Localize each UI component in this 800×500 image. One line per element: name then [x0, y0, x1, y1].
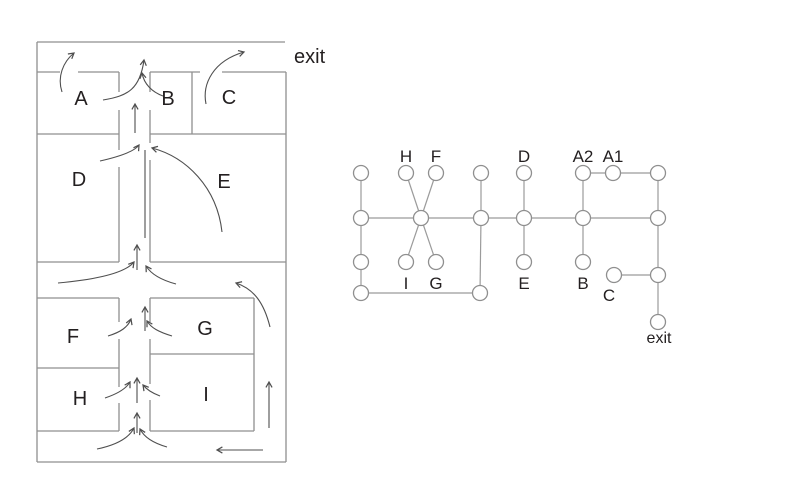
graph-node-A2	[574, 164, 592, 182]
graph-node-bl	[352, 284, 370, 302]
graph-node-label-G: G	[429, 274, 442, 293]
room-label-A: A	[74, 88, 88, 110]
graph-node-label-H: H	[400, 147, 412, 166]
room-label-B: B	[161, 88, 174, 110]
graph-edge-m4-b4	[479, 217, 482, 294]
flow-arrow-room-a-corridor	[102, 58, 147, 101]
graph-node-label-D: D	[518, 147, 530, 166]
flow-arrow-room-b	[139, 71, 164, 97]
graph-node-B	[574, 253, 592, 271]
floorplan-walls	[36, 41, 287, 463]
flow-arrow-rightcorridor-turn	[234, 281, 271, 328]
floorplan-diagram: A B C D E F G H I exit	[36, 41, 326, 463]
floorplan-exit-label: exit	[294, 46, 326, 68]
graph-node-b4	[471, 284, 489, 302]
graph-node-label-B: B	[577, 274, 588, 293]
graph-node-hub	[412, 209, 430, 227]
room-label-D: D	[72, 169, 86, 191]
graph-node-label-exit: exit	[647, 330, 672, 347]
graph-node-label-F: F	[431, 147, 441, 166]
flow-arrow-room-c-exit	[204, 49, 246, 105]
room-label-G: G	[197, 318, 213, 340]
flow-arrow-midcorridor-left	[57, 261, 135, 284]
flow-arrow-room-f	[107, 317, 133, 337]
graph-node-t4	[472, 164, 490, 182]
flow-arrow-room-g	[146, 319, 173, 337]
graph-node-l3	[352, 253, 370, 271]
graph-node-label-A1: A1	[603, 147, 624, 166]
graph-node-A1	[604, 164, 622, 182]
room-label-C: C	[222, 87, 236, 109]
graph-node-m6	[574, 209, 592, 227]
flow-arrow-room-h	[104, 380, 131, 399]
graph-node-m4	[472, 209, 490, 227]
graph-node-G	[427, 253, 445, 271]
graph-node-label-E: E	[518, 274, 529, 293]
evacuation-flow-arrows	[57, 49, 273, 454]
floorplan-room-labels: A B C D E F G H I exit	[67, 46, 326, 410]
graph-node-label-A2: A2	[573, 147, 594, 166]
flow-arrow-bottomcorridor-right	[139, 427, 168, 448]
flow-arrow-midcorridor-right	[145, 264, 177, 285]
graph-node-F	[427, 164, 445, 182]
flow-arrow-room-i	[142, 384, 161, 397]
graph-node-r3	[649, 266, 667, 284]
graph-node-label-C: C	[603, 286, 615, 305]
room-label-F: F	[67, 326, 79, 348]
graph-node-m5	[515, 209, 533, 227]
graph-node-D	[515, 164, 533, 182]
room-label-H: H	[73, 388, 87, 410]
graph-node-C	[605, 266, 623, 284]
graph-node-mr	[649, 209, 667, 227]
room-label-E: E	[217, 171, 230, 193]
flow-arrow-room-a-up	[59, 52, 75, 93]
graph-node-tr	[649, 164, 667, 182]
graph-node-ml	[352, 209, 370, 227]
graph-node-H	[397, 164, 415, 182]
graph-node-E	[515, 253, 533, 271]
flow-arrow-room-d	[99, 143, 140, 162]
flow-arrow-bottomcorridor-left	[96, 426, 135, 450]
room-label-I: I	[203, 384, 209, 406]
graph-node-label-I: I	[404, 274, 409, 293]
graph-node-tl	[352, 164, 370, 182]
flow-arrow-room-e	[150, 145, 223, 233]
graph-node-I	[397, 253, 415, 271]
graph-node-exit	[649, 313, 667, 331]
